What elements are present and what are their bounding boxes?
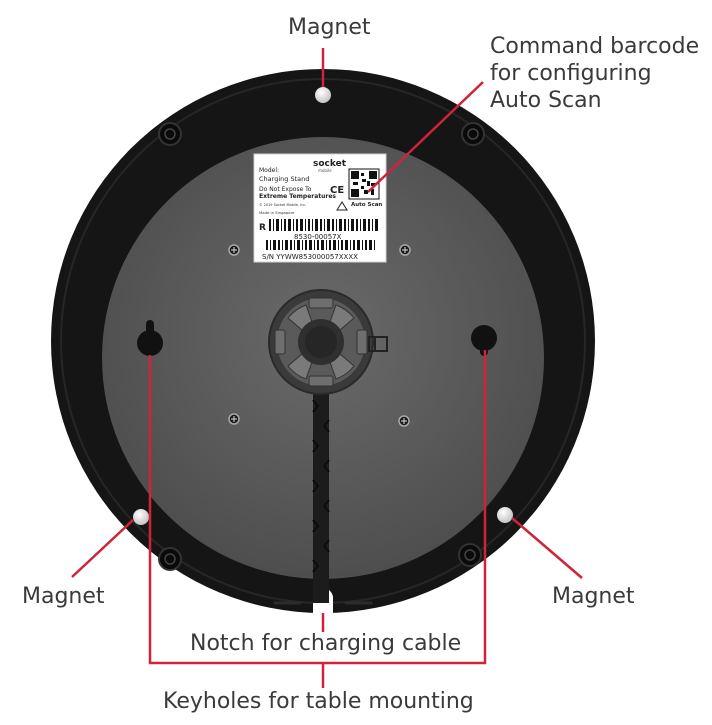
label-auto-scan: Auto Scan bbox=[351, 202, 382, 208]
keyhole-left-icon bbox=[137, 320, 163, 356]
magnet-left-label: Magnet bbox=[22, 584, 105, 609]
center-hub bbox=[268, 289, 388, 395]
magnet-right-icon bbox=[497, 507, 513, 523]
keyholes-label: Keyholes for table mounting bbox=[163, 689, 474, 714]
label-model-name: Charging Stand bbox=[259, 175, 309, 183]
label-warning-1: Do Not Expose To bbox=[259, 186, 312, 193]
notch-label: Notch for charging cable bbox=[190, 631, 462, 656]
label-brand: socket bbox=[313, 159, 347, 169]
label-brand-sub: mobile bbox=[318, 168, 332, 173]
command-barcode-label: Command barcode for configuring Auto Sca… bbox=[490, 34, 700, 113]
magnet-top-label: Magnet bbox=[288, 15, 371, 40]
warning-triangle-icon bbox=[336, 201, 348, 211]
magnet-right-label: Magnet bbox=[552, 584, 635, 609]
label-copyright: © 2019 Socket Mobile, Inc. bbox=[259, 203, 306, 207]
ce-mark-icon: CE bbox=[330, 185, 344, 196]
callout-line-magnet-left bbox=[71, 519, 134, 578]
magnet-left-icon bbox=[133, 509, 149, 525]
callout-line-magnet-right bbox=[511, 517, 583, 579]
qr-code-icon bbox=[348, 168, 380, 200]
label-part-number: 8530-00057X bbox=[294, 233, 342, 241]
barcode-top bbox=[269, 219, 378, 231]
label-made-in: Made in Singapore bbox=[259, 210, 295, 215]
screws bbox=[228, 244, 411, 427]
r-mark-icon: R bbox=[259, 223, 266, 233]
cable-channel bbox=[312, 388, 330, 603]
label-model-line: Model: bbox=[259, 167, 279, 174]
callout-line-keyholes bbox=[148, 350, 487, 665]
label-serial: S/N YYWW853000057XXXX bbox=[262, 253, 358, 261]
barcode-bottom bbox=[266, 240, 375, 250]
callout-line-barcode bbox=[367, 81, 484, 193]
rubber-feet bbox=[158, 122, 485, 571]
label-warning-2: Extreme Temperatures bbox=[259, 193, 336, 200]
magnet-top-icon bbox=[315, 87, 331, 103]
product-label: socket mobile Model: Charging Stand Do N… bbox=[253, 153, 387, 263]
callout-lines bbox=[71, 48, 583, 688]
